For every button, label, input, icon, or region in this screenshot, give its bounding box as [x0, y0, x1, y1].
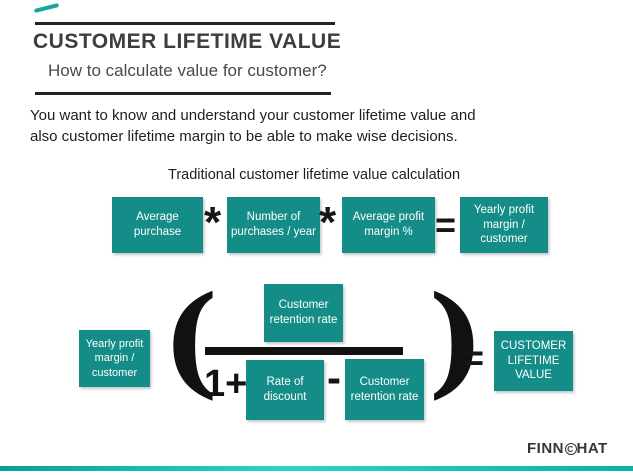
slide-title: CUSTOMER LIFETIME VALUE: [33, 30, 342, 53]
box-yearly-profit-margin-left: Yearly profit margin / customer: [79, 330, 150, 387]
logo-text-suffix: HAT: [576, 440, 608, 457]
box-customer-lifetime-value: CUSTOMER LIFETIME VALUE: [494, 331, 573, 391]
box-average-profit-margin: Average profit margin %: [342, 197, 435, 253]
intro-text-line-1: You want to know and understand your cus…: [30, 107, 476, 124]
box-customer-retention-rate-numerator: Customer retention rate: [264, 284, 343, 342]
logo-text-prefix: FINN: [527, 440, 564, 457]
formula-heading: Traditional customer lifetime value calc…: [168, 167, 461, 183]
header-rule-bottom: [35, 92, 331, 95]
minus-operator: -: [327, 354, 341, 401]
multiply-operator-1: *: [204, 198, 222, 247]
box-yearly-profit-margin: Yearly profit margin / customer: [460, 197, 548, 253]
open-parenthesis: (: [162, 270, 219, 411]
equals-operator-2: =: [463, 337, 485, 378]
box-number-of-purchases: Number of purchases / year: [227, 197, 320, 253]
slide-subtitle: How to calculate value for customer?: [48, 61, 327, 80]
equals-operator-1: =: [435, 204, 457, 245]
close-parenthesis: ): [428, 270, 485, 411]
fraction-bar: [205, 347, 403, 355]
box-average-purchase: Average purchase: [112, 197, 203, 253]
teal-accent-stroke-icon: [33, 3, 60, 13]
logo-circled-c-icon: C: [564, 443, 577, 455]
box-rate-of-discount: Rate of discount: [246, 360, 324, 420]
bottom-accent-bar: [0, 466, 633, 471]
header-rule-top: [35, 22, 335, 25]
box-customer-retention-rate-denominator: Customer retention rate: [345, 359, 424, 420]
denominator-prefix: 1+: [204, 363, 248, 405]
intro-text-line-2: also customer lifetime margin to be able…: [30, 128, 458, 145]
multiply-operator-2: *: [319, 198, 337, 247]
